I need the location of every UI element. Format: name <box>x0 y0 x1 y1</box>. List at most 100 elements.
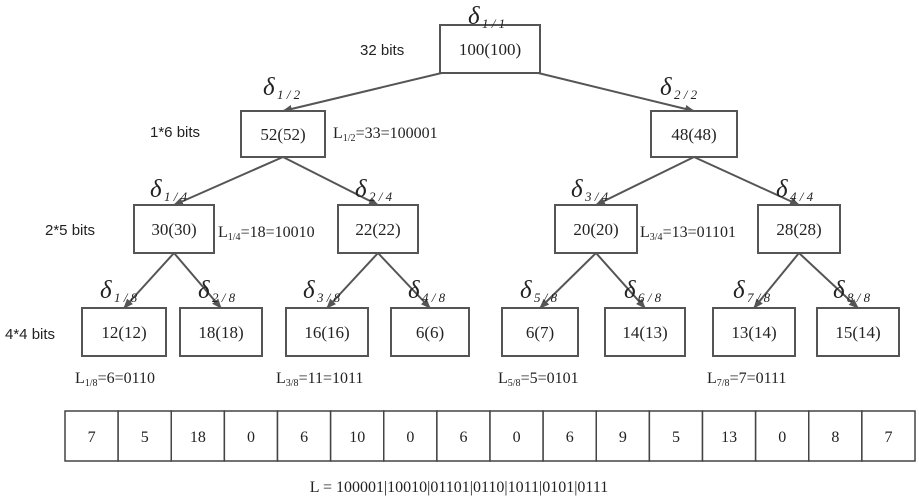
node-box <box>501 307 579 357</box>
length-label-main: L <box>707 370 717 387</box>
delta-symbol: δ <box>520 277 532 304</box>
array-cell: 18 <box>170 410 226 462</box>
length-label: L1/8=6=0110 <box>75 370 155 389</box>
array-cell: 6 <box>276 410 332 462</box>
array-cell: 0 <box>489 410 544 462</box>
length-label: L3/8=11=1011 <box>276 370 363 389</box>
delta-subscript: 5 / 8 <box>534 290 558 305</box>
node-value: 52(52) <box>260 125 305 144</box>
array-cell-box <box>648 410 704 462</box>
array-cell: 8 <box>808 410 863 462</box>
array-cell-value: 6 <box>566 429 574 446</box>
node-value: 100(100) <box>459 40 521 59</box>
node-box <box>390 307 470 357</box>
array-cell-value: 13 <box>721 429 737 446</box>
node-box <box>81 307 167 357</box>
delta-subscript: 3 / 8 <box>316 290 341 305</box>
delta-symbol: δ <box>776 176 788 203</box>
array-cell: 6 <box>436 410 491 462</box>
length-label-sub: 1/8 <box>85 378 98 389</box>
tree-edge-n2_2-n4_4 <box>693 156 800 206</box>
delta-subscript: 1 / 1 <box>482 16 505 31</box>
length-label-rest: =5=0101 <box>521 370 579 387</box>
tree-edge-n3_4-n6_8 <box>595 252 646 309</box>
array-cell-box <box>276 410 332 462</box>
delta-symbol: δ <box>624 277 636 304</box>
result-bitstring: L = 100001|10010|01101|0110|1011|0101|01… <box>310 479 608 496</box>
bits-label-level-0: 32 bits <box>360 42 404 59</box>
tree-edges <box>123 70 859 309</box>
tree-edge-n1_2-n1_4 <box>173 156 284 206</box>
array-cell: 7 <box>861 410 916 462</box>
node-box <box>712 307 796 357</box>
node-value: 15(14) <box>835 323 880 342</box>
length-label-rest: =6=0110 <box>98 370 155 387</box>
array-cell: 5 <box>117 410 172 462</box>
node-box <box>133 204 215 254</box>
length-label-rest: =18=10010 <box>241 224 315 241</box>
length-label-rest: =13=01101 <box>663 224 736 241</box>
delta-subscript: 2 / 8 <box>212 290 236 305</box>
delta-symbol: δ <box>408 277 420 304</box>
array-cell-box <box>542 410 597 462</box>
length-label-main: L <box>218 224 228 241</box>
array-cell-value: 7 <box>884 429 892 446</box>
array-cell-value: 9 <box>619 429 627 446</box>
delta-subscript: 1 / 8 <box>114 290 138 305</box>
delta-symbol: δ <box>198 277 210 304</box>
array-cell: 10 <box>329 410 385 462</box>
bits-label-level-3: 4*4 bits <box>5 326 55 343</box>
node-value: 22(22) <box>355 220 400 239</box>
length-label: L7/8=7=0111 <box>707 370 786 389</box>
node-value: 13(14) <box>731 323 776 342</box>
tree-edge-n2_4-n3_8 <box>326 252 379 309</box>
node-value: 20(20) <box>573 220 618 239</box>
tree-edge-n3_4-n5_8 <box>539 252 597 309</box>
bits-label-level-1: 1*6 bits <box>150 124 200 141</box>
length-label-sub: 3/8 <box>286 378 299 389</box>
delta-symbol: δ <box>660 74 672 101</box>
length-label-main: L <box>75 370 85 387</box>
array-cell-value: 0 <box>778 429 786 446</box>
delta-subscript: 8 / 8 <box>847 290 871 305</box>
tree-edge-n4_4-n7_8 <box>753 252 800 309</box>
array-cell-box <box>64 410 119 462</box>
tree-edge-n4_4-n8_8 <box>798 252 859 309</box>
node-value: 6(7) <box>526 323 554 342</box>
tree-edge-n1_2-n2_4 <box>282 156 379 206</box>
length-label-sub: 1/2 <box>343 133 356 144</box>
array-cell-box <box>329 410 385 462</box>
array-cell: 0 <box>754 410 810 462</box>
array-cell: 7 <box>64 410 119 462</box>
length-label-rest: =11=1011 <box>299 370 364 387</box>
delta-symbol: δ <box>355 176 367 203</box>
array-cell-box <box>754 410 810 462</box>
node-box <box>604 307 686 357</box>
delta-symbol: δ <box>833 277 845 304</box>
array-cell-value: 6 <box>459 429 467 446</box>
length-label-main: L <box>498 370 508 387</box>
array-cell-box <box>861 410 916 462</box>
length-label: L3/4=13=01101 <box>640 224 736 243</box>
array-cell-value: 0 <box>247 429 255 446</box>
delta-symbol: δ <box>571 176 583 203</box>
length-label: L1/4=18=10010 <box>218 224 315 243</box>
array-cell-value: 6 <box>300 429 308 446</box>
node-box <box>285 307 369 357</box>
